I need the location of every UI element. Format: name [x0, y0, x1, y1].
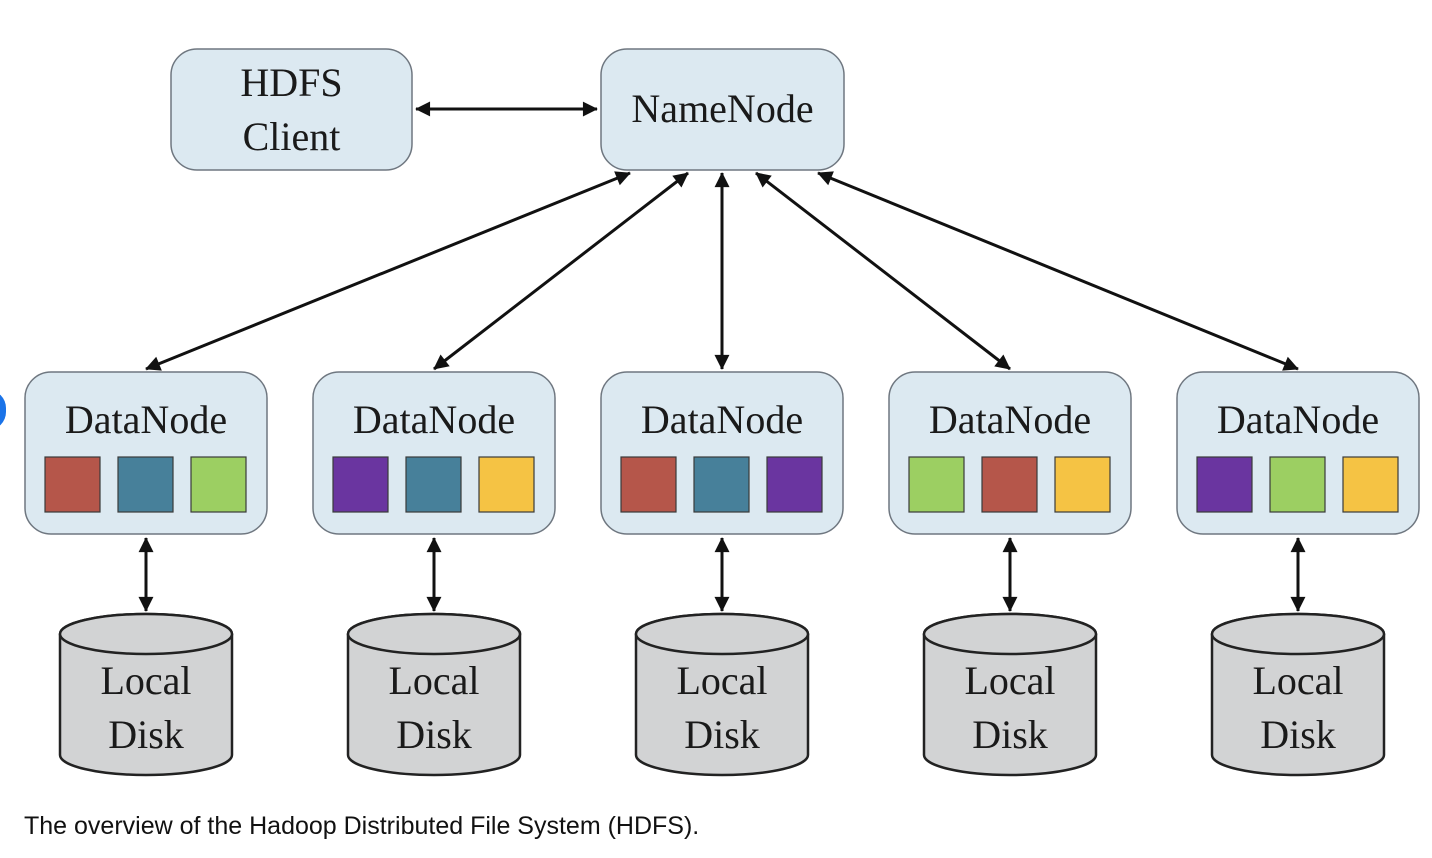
- disk-label-line2: Disk: [972, 712, 1048, 757]
- edge-marker: [0, 390, 6, 430]
- namenode-datanode-arrow-4: [755, 171, 1011, 371]
- disk-label-line1: Local: [1252, 658, 1343, 703]
- datanode-1: DataNode: [24, 371, 268, 535]
- block-teal: [693, 456, 750, 513]
- disk-label-line2: Disk: [684, 712, 760, 757]
- namenode-datanode-arrow-2: [433, 171, 689, 371]
- block-red: [44, 456, 101, 513]
- disk-label-line2: Disk: [1260, 712, 1336, 757]
- block-purple: [1196, 456, 1253, 513]
- datanode-label: DataNode: [929, 397, 1091, 442]
- disk-label-line1: Local: [100, 658, 191, 703]
- disk-label-line1: Local: [676, 658, 767, 703]
- datanode-3: DataNode: [600, 371, 844, 535]
- block-teal: [117, 456, 174, 513]
- client-label-line2: Client: [243, 114, 341, 159]
- block-purple: [332, 456, 389, 513]
- disk-label-line1: Local: [964, 658, 1055, 703]
- disk-label-line1: Local: [388, 658, 479, 703]
- datanode-label: DataNode: [65, 397, 227, 442]
- datanode-5: DataNode: [1176, 371, 1420, 535]
- block-green: [908, 456, 965, 513]
- datanode-label: DataNode: [353, 397, 515, 442]
- figure-caption: The overview of the Hadoop Distributed F…: [24, 812, 700, 840]
- block-teal: [405, 456, 462, 513]
- datanode-label: DataNode: [1217, 397, 1379, 442]
- block-green: [190, 456, 247, 513]
- block-green: [1269, 456, 1326, 513]
- disk-label-line2: Disk: [108, 712, 184, 757]
- datanode-label: DataNode: [641, 397, 803, 442]
- namenode-datanode-arrow-5: [817, 171, 1299, 371]
- disk-label-line2: Disk: [396, 712, 472, 757]
- block-red: [620, 456, 677, 513]
- datanode-2: DataNode: [312, 371, 556, 535]
- namenode-node: NameNode: [600, 48, 845, 171]
- datanode-4: DataNode: [888, 371, 1132, 535]
- block-purple: [766, 456, 823, 513]
- namenode-datanode-arrow-1: [145, 171, 631, 371]
- block-yellow: [1054, 456, 1111, 513]
- hdfs-client-node: HDFS Client: [170, 48, 413, 171]
- client-label-line1: HDFS: [240, 60, 342, 105]
- block-yellow: [1342, 456, 1399, 513]
- namenode-label: NameNode: [631, 86, 813, 131]
- hdfs-diagram: HDFS Client NameNode DataNode DataNode Dat…: [24, 48, 1420, 777]
- block-red: [981, 456, 1038, 513]
- block-yellow: [478, 456, 535, 513]
